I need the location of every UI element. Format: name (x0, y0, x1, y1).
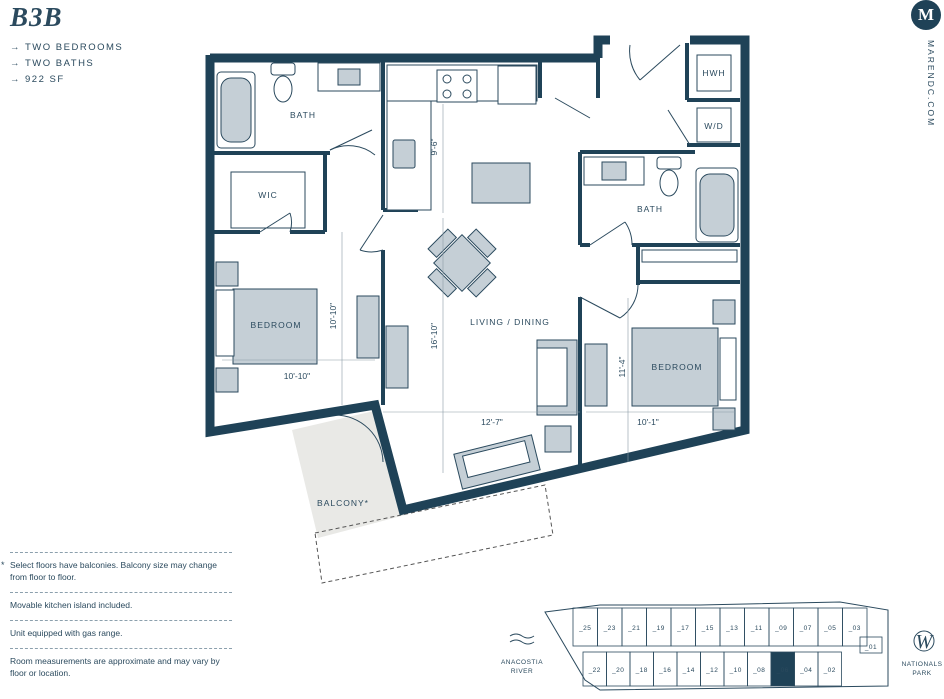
notes-list: * Select floors have balconies. Balcony s… (1, 552, 232, 688)
dim-bedroom-2-width: 10'-1" (637, 417, 659, 427)
key-plan: ANACOSTIA RIVER W NATIONALS PARK _25_23_… (501, 601, 943, 691)
key-plan-unit-01[interactable] (859, 636, 883, 654)
note-balcony: * Select floors have balconies. Balcony s… (1, 552, 232, 592)
room-label-wd: W/D (704, 121, 724, 131)
arrow-icon: → (10, 58, 21, 69)
bottom-unit-label: _12 (705, 667, 718, 674)
spec-area: → 922 SF (10, 72, 123, 88)
bottom-unit-label: _16 (658, 667, 671, 674)
arrow-icon: → (10, 42, 21, 53)
door-swings (259, 44, 691, 319)
key-label-nationals: NATIONALS (902, 661, 943, 668)
note-measurements: Room measurements are approximate and ma… (10, 648, 232, 688)
top-unit-cell[interactable] (842, 607, 868, 647)
room-label-balcony: BALCONY* (317, 498, 369, 508)
bottom-unit-label: _04 (799, 667, 812, 674)
bottom-unit-label: _08 (752, 667, 765, 674)
arrow-icon: → (10, 74, 21, 85)
bottom-unit-label: _06 (776, 667, 789, 674)
top-unit-label: _21 (627, 625, 640, 632)
bottom-unit-label: _10 (729, 667, 742, 674)
room-label-bath-1: BATH (290, 110, 316, 120)
key-label-river: RIVER (511, 668, 533, 675)
room-label-bath-2: BATH (637, 204, 663, 214)
room-label-bedroom-2: BEDROOM (652, 362, 703, 372)
dim-living-depth: 16'-10" (429, 323, 439, 349)
top-unit-label: _15 (701, 625, 714, 632)
unit-specs: → TWO BEDROOMS → TWO BATHS → 922 SF (10, 40, 123, 88)
spec-baths: → TWO BATHS (10, 56, 123, 72)
top-unit-label: _07 (799, 625, 812, 632)
bottom-unit-label: _22 (588, 667, 601, 674)
top-unit-label: _05 (823, 625, 836, 632)
balcony (292, 410, 554, 584)
brand-website[interactable]: MARENDC.COM (926, 40, 936, 128)
spec-text: TWO BEDROOMS (25, 42, 124, 53)
spec-text: TWO BATHS (25, 58, 95, 69)
top-unit-label: _09 (774, 625, 787, 632)
dim-kitchen-depth: 9'-6" (429, 139, 439, 156)
dim-bedroom-2-depth: 11'-4" (617, 356, 627, 377)
unit-title: B3B (10, 2, 63, 32)
top-unit-label: _25 (578, 625, 591, 632)
interior-walls (212, 43, 740, 465)
top-unit-label: _23 (603, 625, 616, 632)
bottom-unit-cell[interactable] (817, 651, 842, 687)
bottom-unit-label: _18 (635, 667, 648, 674)
key-label-park: PARK (912, 670, 931, 677)
bullet-icon: * (1, 560, 5, 570)
note-text: Movable kitchen island included. (10, 600, 133, 610)
dimension-lines (222, 104, 735, 473)
bottom-unit-label: _14 (682, 667, 695, 674)
bottom-unit-label: _20 (611, 667, 624, 674)
room-label-hwh: HWH (702, 68, 725, 78)
brand-logo[interactable]: M (911, 0, 941, 30)
key-plan-unit-label: _01 (864, 644, 877, 651)
dim-living-width: 12'-7" (481, 417, 503, 427)
note-text: Room measurements are approximate and ma… (10, 656, 220, 678)
dim-bedroom-1-width: 10'-10" (284, 371, 310, 381)
note-gas-range: Unit equipped with gas range. (10, 620, 232, 648)
key-plan-top-row: _25 _23 _21 _19 _17 _15 _13 _11 _09 _07 _05 _03 (572, 607, 868, 647)
key-plan-bottom-row: _22 _20 _18 _16 _14 _12 _10 _08 _06 _04 _02 (582, 651, 842, 687)
note-text: Select floors have balconies. Balcony si… (10, 560, 217, 582)
key-label-anacostia: ANACOSTIA (501, 659, 543, 666)
room-label-wic: WIC (258, 190, 278, 200)
bottom-unit-label: _02 (823, 667, 836, 674)
spec-bedrooms: → TWO BEDROOMS (10, 40, 123, 56)
water-icon (509, 633, 535, 645)
top-unit-label: _17 (676, 625, 689, 632)
top-unit-label: _19 (652, 625, 665, 632)
exterior-walls (205, 35, 750, 516)
room-label-bedroom-1: BEDROOM (251, 320, 302, 330)
spec-text: 922 SF (25, 74, 65, 85)
note-text: Unit equipped with gas range. (10, 628, 123, 638)
note-island: Movable kitchen island included. (10, 592, 232, 620)
room-label-living-dining: LIVING / DINING (470, 317, 550, 327)
top-unit-label: _03 (848, 625, 861, 632)
top-unit-label: _13 (725, 625, 738, 632)
top-unit-label: _11 (750, 625, 763, 632)
fixtures (215, 54, 739, 490)
dim-bedroom-1-depth: 10'-10" (328, 303, 338, 329)
nationals-logo-icon: W (916, 631, 935, 653)
